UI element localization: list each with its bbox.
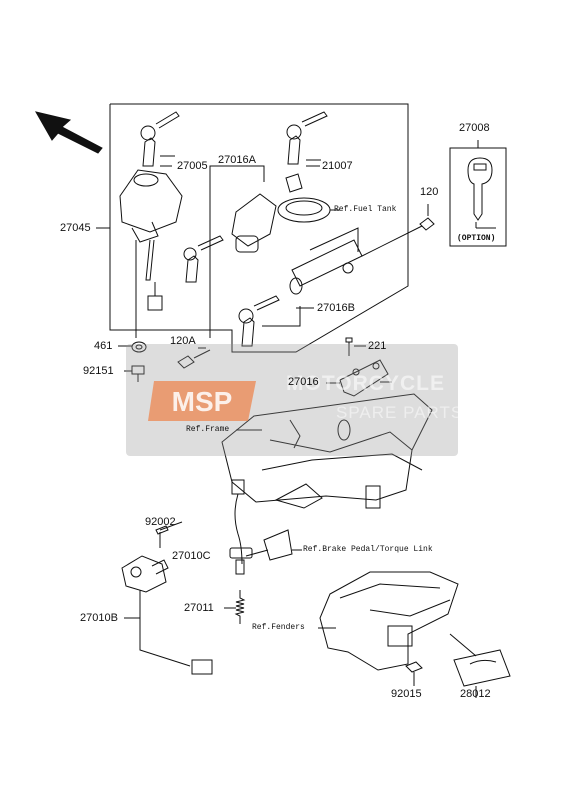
msp-logo-text: MSP (172, 386, 233, 417)
label-27005: 27005 (177, 160, 208, 172)
plate-28012-drawing (449, 633, 511, 698)
label-27016A: 27016A (218, 154, 256, 166)
option-note: (OPTION) (457, 234, 496, 243)
key-27005-drawing (140, 111, 180, 167)
watermark-sub-text: SPARE PARTS (336, 403, 464, 422)
ref-brake-pedal: Ref.Brake Pedal/Torque Link (303, 545, 433, 554)
seat-lock-27016B-drawing (289, 225, 423, 295)
helmet-lock-27016A-drawing (209, 165, 277, 338)
key-21007-drawing (285, 111, 328, 193)
label-27010B: 27010B (80, 612, 118, 624)
watermark-main-text: MOTORCYCLE (286, 372, 445, 395)
screw-221-drawing (345, 337, 366, 356)
washer-461-drawing (118, 341, 147, 353)
ignition-switch-drawing (119, 169, 183, 338)
label-27008: 27008 (459, 122, 490, 134)
fuel-cap-lock-drawing (277, 197, 340, 223)
key-27016B-drawing (238, 295, 301, 347)
switch-27010B-drawing (121, 525, 213, 675)
ref-fenders: Ref.Fenders (252, 623, 305, 632)
label-28012: 28012 (460, 688, 491, 700)
bracket-27016-drawing (326, 359, 389, 397)
label-21007: 21007 (322, 160, 353, 172)
ref-fuel-tank: Ref.Fuel Tank (334, 205, 397, 214)
label-221: 221 (368, 340, 387, 352)
fender-drawing (318, 571, 459, 671)
ref-frame: Ref.Frame (186, 425, 230, 434)
msp-logo: MSP (148, 381, 256, 421)
bolt-92151-drawing (124, 365, 145, 382)
label-27016: 27016 (288, 376, 319, 388)
front-direction-arrow (34, 111, 103, 154)
label-27016B: 27016B (317, 302, 355, 314)
label-120: 120 (420, 186, 439, 198)
key-blank-27008-drawing (449, 140, 507, 247)
label-92002: 92002 (145, 516, 176, 528)
frame-drawing (221, 393, 433, 509)
label-92015: 92015 (391, 688, 422, 700)
key-27016A-drawing (183, 235, 224, 283)
bolt-120A-drawing (177, 349, 211, 369)
spring-27011-drawing (224, 590, 246, 624)
label-461: 461 (94, 340, 113, 352)
label-120A: 120A (170, 335, 196, 347)
switch-27010C-drawing (229, 479, 302, 575)
label-27010C: 27010C (172, 550, 211, 562)
label-27011: 27011 (184, 602, 214, 614)
label-92151: 92151 (83, 365, 114, 377)
label-27045: 27045 (60, 222, 91, 234)
bolt-120-drawing (419, 204, 435, 231)
group-bracket (109, 103, 409, 353)
bolt-92015-drawing (405, 661, 423, 686)
